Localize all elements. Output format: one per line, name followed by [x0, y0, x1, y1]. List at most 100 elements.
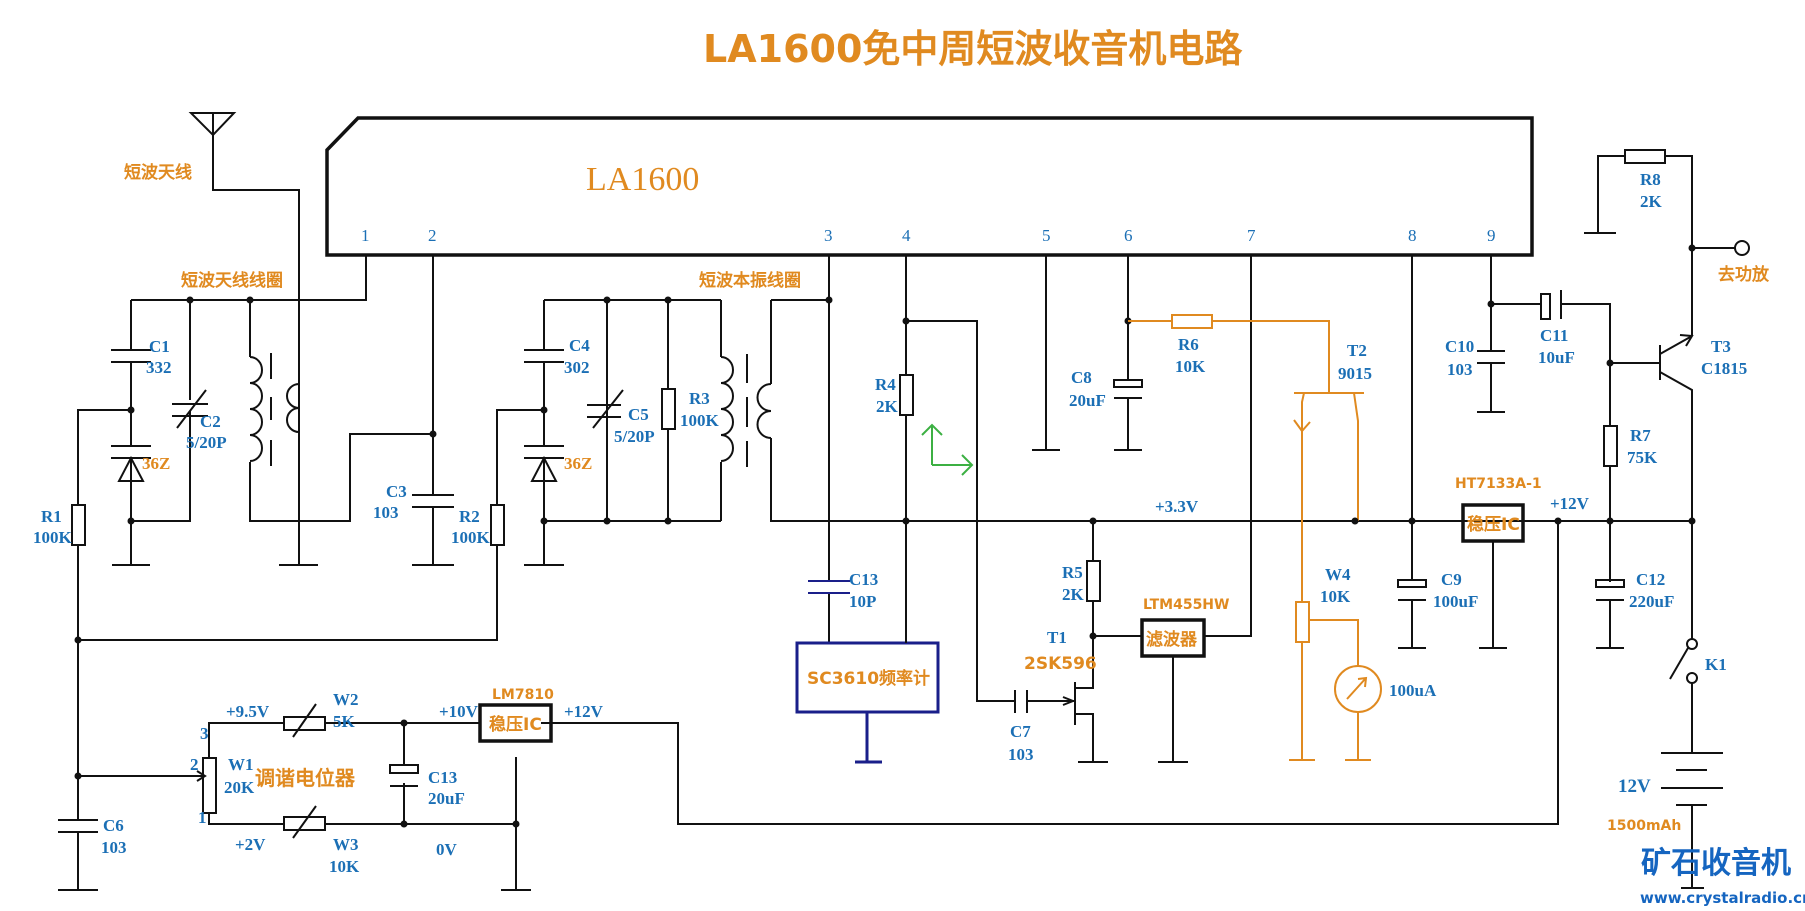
c11-value: 10uF [1538, 348, 1575, 367]
w1-ref: W1 [228, 755, 254, 774]
t2-value: 9015 [1338, 364, 1372, 383]
rail-33v-label: +3.3V [1155, 497, 1199, 516]
c1-value: 332 [146, 358, 172, 377]
r3-resistor [661, 388, 676, 430]
c1-ref: C1 [149, 337, 170, 356]
k1-ref: K1 [1705, 655, 1727, 674]
c12-value: 220uF [1629, 592, 1674, 611]
r4-value: 2K [876, 397, 899, 416]
pin-1: 1 [361, 226, 370, 245]
lm7810-ref: LM7810 [492, 687, 554, 703]
osc-coil-label: 短波本振线圈 [699, 270, 801, 291]
c4-ref: C4 [569, 336, 590, 355]
t3-value: C1815 [1701, 359, 1747, 378]
pin-5: 5 [1042, 226, 1051, 245]
r8-value: 2K [1640, 192, 1663, 211]
tuning-pot-label: 调谐电位器 [255, 766, 356, 790]
c10-value: 103 [1447, 360, 1473, 379]
c13a-value: 10P [849, 592, 876, 611]
t1-jfet [1050, 517, 1142, 763]
freq-counter-branch [808, 255, 850, 643]
r3-value: 100K [680, 411, 720, 430]
c9-ref: C9 [1441, 570, 1462, 589]
c8-value: 20uF [1069, 391, 1106, 410]
ht7133-ground [1479, 541, 1507, 649]
filter-label: 滤波器 [1146, 629, 1198, 650]
t1-value: 2SK596 [1024, 654, 1097, 674]
pot-pin-1: 1 [198, 808, 207, 827]
v10-label: +10V [439, 702, 479, 721]
r5-ref: R5 [1062, 563, 1083, 582]
c3-capacitor [412, 255, 454, 566]
r4-resistor [899, 374, 914, 416]
pot-pin-2: 2 [190, 755, 199, 774]
c9-capacitor [1351, 255, 1427, 649]
c6-value: 103 [101, 838, 127, 857]
t2-ref: T2 [1347, 341, 1367, 360]
antenna-coil-label: 短波天线线圈 [181, 270, 283, 291]
c2-ref: C2 [200, 412, 221, 431]
c2-value: 5/20P [186, 433, 227, 452]
t1-ref: T1 [1047, 628, 1067, 647]
ht7133-ref: HT7133A-1 [1455, 476, 1542, 492]
power-switch-k1[interactable] [1669, 521, 1698, 753]
c8-capacitor [1113, 255, 1143, 451]
c8-ref: C8 [1071, 368, 1092, 387]
v0-label: 0V [436, 840, 458, 859]
v12-reg-label: +12V [564, 702, 604, 721]
r1-value: 100K [33, 528, 73, 547]
r6-ref: R6 [1178, 335, 1199, 354]
c5-ref: C5 [628, 405, 649, 424]
r4-ref: R4 [875, 375, 896, 394]
r6-value: 10K [1175, 357, 1206, 376]
r7-ref: R7 [1630, 426, 1651, 445]
w1-value: 20K [224, 778, 255, 797]
ht7133-label: 稳压IC [1467, 514, 1520, 535]
d1-value: 36Z [142, 454, 170, 473]
w3-value: 10K [329, 857, 360, 876]
tuning-section [78, 521, 1559, 891]
c7-value: 103 [1008, 745, 1034, 764]
r1-ref: R1 [41, 507, 62, 526]
c9-value: 100uF [1433, 592, 1478, 611]
osc-tank [524, 296, 1534, 566]
c11-ref: C11 [1540, 326, 1568, 345]
lm7810-label: 稳压IC [489, 714, 542, 735]
pin-7: 7 [1247, 226, 1256, 245]
pin-3: 3 [824, 226, 833, 245]
audio-output-stage [1477, 149, 1750, 649]
pin-9: 9 [1487, 226, 1496, 245]
w4-value: 10K [1320, 587, 1351, 606]
r5-value: 2K [1062, 585, 1085, 604]
sc3610-label: SC3610频率计 [807, 668, 930, 689]
lm7810-regulator [478, 703, 553, 743]
r2-resistor [490, 504, 505, 546]
filter-ref: LTM455HW [1143, 597, 1229, 613]
c4-value: 302 [564, 358, 590, 377]
page-title: LA1600免中周短波收音机电路 [703, 27, 1243, 71]
r1-resistor [71, 504, 86, 546]
c6-ref: C6 [103, 816, 124, 835]
r7-value: 75K [1627, 448, 1658, 467]
la1600-ic: LA1600 1 2 3 4 5 6 7 8 9 [325, 116, 1534, 257]
c3-value: 103 [373, 503, 399, 522]
pot-pin-3: 3 [200, 724, 209, 743]
s-meter-circuit [1128, 314, 1382, 761]
r2-value: 100K [451, 528, 491, 547]
c13b-ref: C13 [428, 768, 457, 787]
w2-ref: W2 [333, 690, 359, 709]
meter-value: 100uA [1389, 681, 1437, 700]
ic-label: LA1600 [586, 161, 699, 198]
pin-8: 8 [1408, 226, 1417, 245]
d2-value: 36Z [564, 454, 592, 473]
filter-wiring [1158, 255, 1252, 763]
w4-ref: W4 [1325, 565, 1351, 584]
r5-resistor [1086, 560, 1101, 602]
v95-label: +9.5V [226, 702, 270, 721]
watermark-url: www.crystalradio.cn [1640, 889, 1805, 907]
battery-icon [1661, 752, 1723, 889]
c3-ref: C3 [386, 482, 407, 501]
c7-ref: C7 [1010, 722, 1031, 741]
battery-capacity: 1500mAh [1607, 818, 1681, 834]
